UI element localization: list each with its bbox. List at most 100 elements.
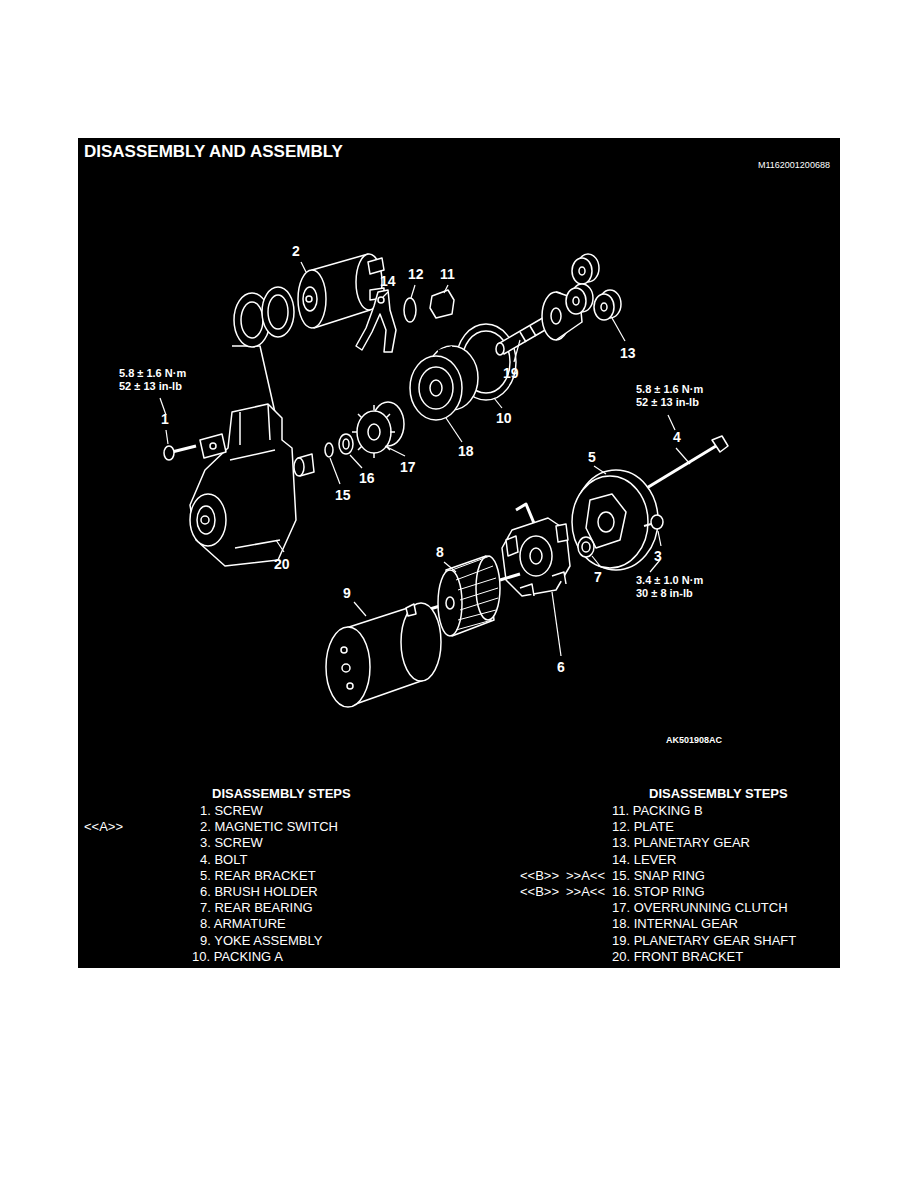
planetary-gear-shape — [579, 267, 585, 275]
step-item: 2. MAGNETIC SWITCH — [200, 820, 338, 835]
planetary-gear-shape — [594, 294, 614, 320]
planetary-gear-shaft-shape — [496, 343, 504, 355]
diagram-title: DISASSEMBLY AND ASSEMBLY — [84, 142, 343, 162]
step-item: 15. SNAP RING — [612, 869, 705, 884]
yoke-shape — [342, 664, 350, 672]
torque-spec: 5.8 ± 1.6 N·m — [636, 383, 703, 396]
rear-bearing-shape — [582, 542, 590, 552]
step-mark: <<B>> — [520, 885, 559, 900]
leader-line — [411, 285, 415, 298]
front-bracket-shape — [197, 506, 215, 534]
leader-line — [446, 418, 462, 442]
leader-line — [350, 455, 362, 468]
torque-spec: 52 ± 13 in-lb — [119, 380, 182, 393]
front-bracket-shape — [201, 516, 209, 524]
callout-number: 13 — [620, 345, 636, 361]
armature-shape — [452, 556, 498, 630]
armature-shape — [438, 570, 462, 636]
leader-line — [385, 446, 405, 456]
screw-shape — [651, 515, 663, 529]
callout-number: 17 — [400, 459, 416, 475]
front-bracket — [190, 404, 296, 566]
callout-number: 7 — [594, 569, 602, 585]
step-item: 13. PLANETARY GEAR — [612, 836, 750, 851]
step-item: 12. PLATE — [612, 820, 674, 835]
screw-shape — [172, 446, 196, 452]
callout-number: 4 — [673, 429, 681, 445]
rear-bracket — [572, 470, 658, 570]
brush-holder-shape — [520, 536, 552, 576]
leader-line — [668, 415, 675, 430]
lever — [356, 290, 396, 352]
yoke-shape — [341, 647, 347, 653]
leader-line — [592, 556, 600, 566]
internal-gear-shape — [410, 356, 462, 420]
torque-spec: 3.4 ± 1.0 N·m — [636, 574, 703, 587]
magnetic-switch-shape — [303, 287, 317, 311]
front-bracket-shape — [190, 494, 226, 546]
callout-number: 3 — [654, 548, 662, 564]
callout-number: 14 — [380, 273, 396, 289]
black-panel — [78, 138, 840, 968]
brush-holder-shape — [530, 548, 542, 564]
step-mark: <<B>> — [520, 869, 559, 884]
armature-shape — [446, 597, 454, 609]
stop-ring — [339, 434, 353, 454]
exploded-view — [164, 254, 728, 707]
step-item: 19. PLANETARY GEAR SHAFT — [612, 934, 796, 949]
gasket-shape — [262, 287, 294, 337]
sleeve-shape — [294, 458, 304, 476]
screw-shape — [644, 524, 651, 526]
step-item: 8. ARMATURE — [200, 917, 286, 932]
step-item: 18. INTERNAL GEAR — [612, 917, 738, 932]
gasket — [234, 287, 294, 347]
leader-line — [276, 540, 284, 552]
screw-shape — [210, 443, 216, 449]
lever-shape — [378, 297, 384, 303]
step-item: 3. SCREW — [200, 836, 263, 851]
lever-shape — [356, 290, 396, 352]
leader-line — [444, 562, 456, 572]
callout-number: 2 — [292, 243, 300, 259]
stop-ring — [343, 439, 349, 449]
rear-bracket-shape — [598, 512, 614, 532]
step-item: 1. SCREW — [200, 804, 263, 819]
magnetic-switch-shape — [306, 296, 312, 302]
plate — [404, 298, 416, 322]
rear-bracket-shape — [572, 476, 648, 568]
front-bracket-shape — [190, 404, 296, 566]
callout-number: 16 — [359, 470, 375, 486]
torque-spec: 30 ± 8 in-lb — [636, 587, 693, 600]
callout-number: 6 — [557, 659, 565, 675]
step-item: 4. BOLT — [200, 853, 247, 868]
callout-number: 19 — [503, 365, 519, 381]
screw-shape — [164, 446, 174, 460]
yoke-shape — [347, 683, 353, 689]
yoke — [326, 603, 441, 707]
gasket-shape — [268, 295, 288, 329]
screw — [644, 515, 663, 529]
leader-lines — [160, 262, 690, 656]
front-bracket-shape — [240, 404, 270, 445]
packing — [430, 290, 454, 318]
step-item: 16. STOP RING — [612, 885, 705, 900]
step-item: 20. FRONT BRACKET — [612, 950, 743, 965]
table-heading: DISASSEMBLY STEPS — [649, 787, 788, 802]
step-item: 17. OVERRUNNING CLUTCH — [612, 901, 788, 916]
through-bolt-shape — [712, 436, 728, 452]
internal-gear-shape — [419, 367, 453, 409]
overrunning-clutch-shape — [368, 424, 380, 440]
planetary-gear-shape — [601, 303, 607, 311]
yoke-shape — [326, 627, 370, 707]
leader-line — [676, 448, 690, 464]
step-mark: <<A>> — [84, 820, 123, 835]
figure-code: M1162001200688 — [758, 160, 830, 170]
step-item: 6. BRUSH HOLDER — [200, 885, 318, 900]
table-heading: DISASSEMBLY STEPS — [212, 787, 351, 802]
callout-number: 8 — [436, 544, 444, 560]
planetary-gear-shape — [572, 258, 592, 284]
torque-spec: 5.8 ± 1.6 N·m — [119, 367, 186, 380]
overrunning-clutch — [352, 402, 404, 458]
step-item: 14. LEVER — [612, 853, 676, 868]
step-item: 11. PACKING B — [612, 804, 703, 819]
